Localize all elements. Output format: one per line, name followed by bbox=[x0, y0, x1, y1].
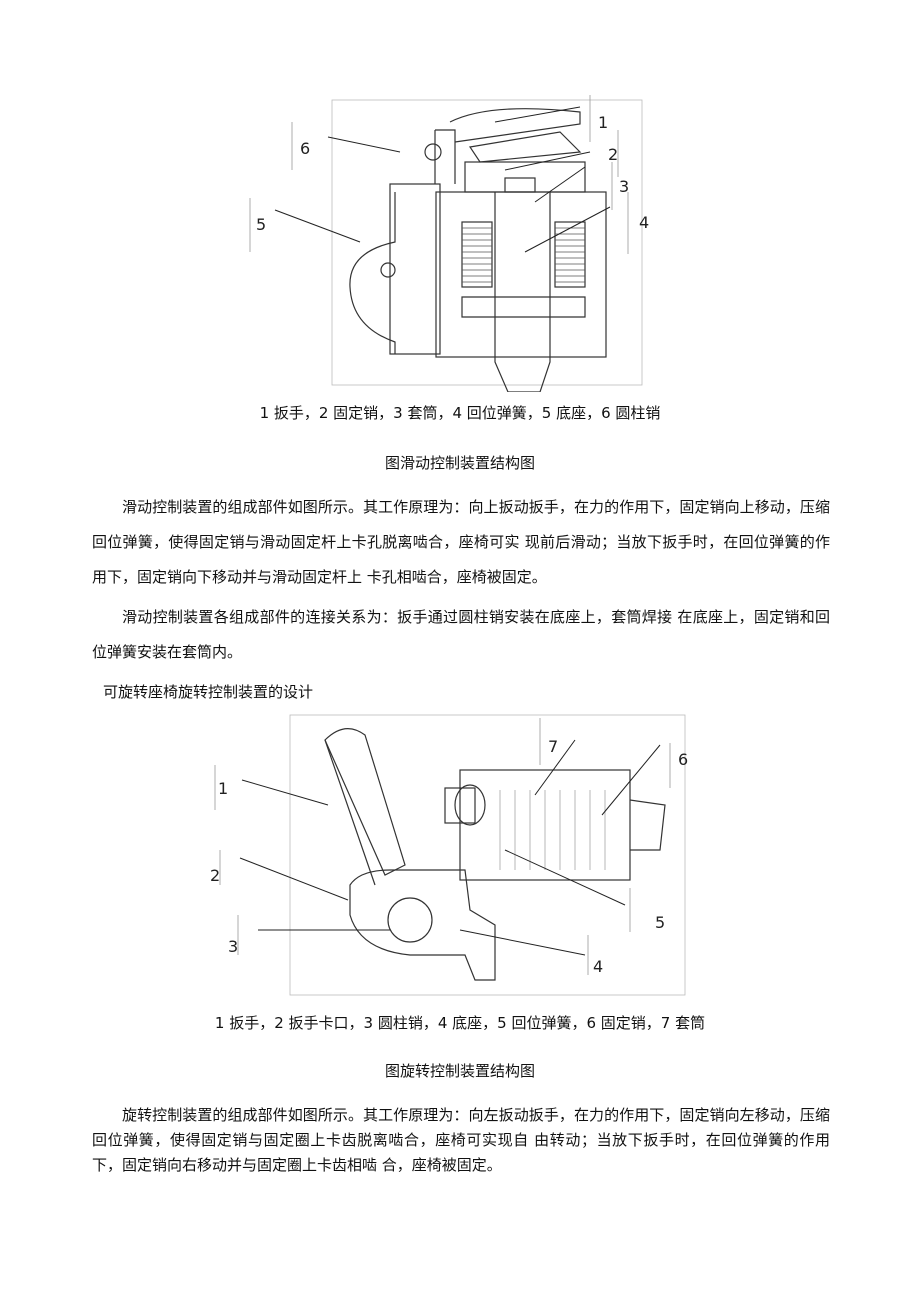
fig2-label-2: 2 bbox=[210, 866, 220, 885]
fig2-label-5: 5 bbox=[655, 913, 665, 932]
figure-2-drawing: 1 2 3 4 5 6 7 bbox=[210, 714, 688, 996]
fig2-label-3: 3 bbox=[228, 937, 238, 956]
section-heading: 可旋转座椅旋转控制装置的设计 bbox=[103, 683, 314, 701]
figure-2-legend: 1 扳手，2 扳手卡口，3 圆柱销，4 底座，5 回位弹簧，6 固定销，7 套筒 bbox=[214, 1014, 706, 1032]
paragraph-working-principle-rotation: 旋转控制装置的组成部件如图所示。其工作原理为：向左扳动扳手，在力的作用下，固定销… bbox=[92, 1106, 830, 1174]
fig1-label-4: 4 bbox=[639, 213, 649, 232]
figure-2-title: 图旋转控制装置结构图 bbox=[384, 1062, 535, 1080]
figure-1-drawing: 6 5 1 2 3 4 bbox=[249, 95, 649, 392]
fig1-label-6: 6 bbox=[300, 139, 310, 158]
figure-1-legend: 1 扳手，2 固定销，3 套筒，4 回位弹簧，5 底座，6 圆柱销 bbox=[259, 404, 661, 422]
figure-1-title: 图滑动控制装置结构图 bbox=[384, 454, 535, 472]
fig1-label-2: 2 bbox=[608, 145, 618, 164]
fig1-label-5: 5 bbox=[256, 215, 266, 234]
paragraph-working-principle-sliding: 滑动控制装置的组成部件如图所示。其工作原理为：向上扳动扳手，在力的作用下，固定销… bbox=[92, 498, 830, 586]
fig2-label-1: 1 bbox=[218, 779, 228, 798]
figure-1-sliding-control: 6 5 1 2 3 4 bbox=[240, 92, 660, 392]
paragraph-connection-relation: 滑动控制装置各组成部件的连接关系为：扳手通过圆柱销安装在底座上，套筒焊接 在底座… bbox=[92, 608, 830, 661]
fig1-label-3: 3 bbox=[619, 177, 629, 196]
fig2-label-6: 6 bbox=[678, 750, 688, 769]
figure-2-rotation-control: 1 2 3 4 5 6 7 bbox=[200, 710, 700, 1000]
fig2-label-4: 4 bbox=[593, 957, 603, 976]
fig1-label-1: 1 bbox=[598, 113, 608, 132]
fig2-label-7: 7 bbox=[548, 737, 558, 756]
